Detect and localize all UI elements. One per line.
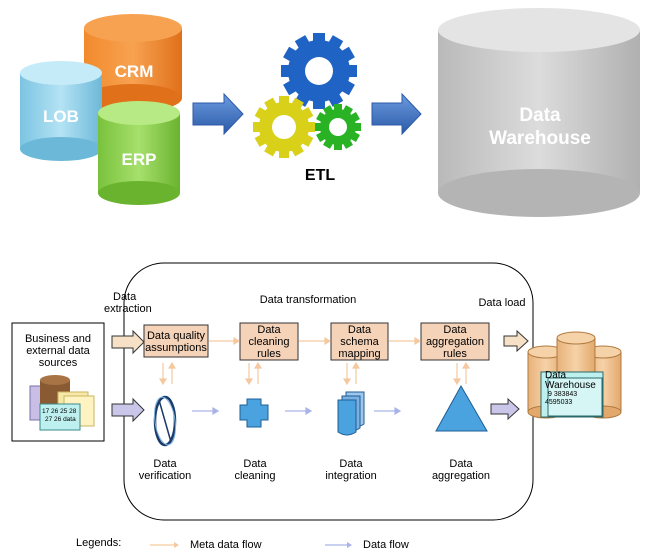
warehouse-card-line2: Warehouse (545, 380, 596, 391)
warehouse-database-icon (438, 8, 640, 217)
meta-box-cleaning-label: Data cleaning rules (240, 324, 298, 360)
business-line2: external data (26, 345, 90, 357)
step-aggregation-line2: aggregation (431, 470, 491, 482)
meta-quality-line2: assumptions (145, 342, 207, 354)
meta-quality-line1: Data quality (146, 330, 206, 342)
meta-cleaning-line3: rules (257, 348, 281, 360)
gear-yellow-icon (253, 96, 315, 158)
extraction-heading-line1: Data (113, 291, 137, 303)
meta-cleaning-line1: Data (257, 324, 281, 336)
cleaning-cross-icon (239, 398, 269, 428)
legend-meta-line-icon (150, 542, 179, 548)
step-cleaning-label: Data cleaning (225, 458, 285, 482)
crm-label: CRM (114, 62, 154, 81)
business-mini-table: 17 26 25 28 27 26 data (42, 408, 82, 424)
load-meta-arrow-icon (503, 329, 529, 353)
meta-schema-line3: mapping (338, 348, 381, 360)
gear-blue-icon (281, 33, 357, 109)
arrow-to-etl-icon (192, 92, 244, 136)
business-sources-label: Business and external data sources (13, 333, 103, 369)
step-aggregation-line1: Data (449, 458, 473, 470)
step-integration-line1: Data (339, 458, 363, 470)
meta-aggregation-line2: aggregation (425, 336, 485, 348)
load-heading: Data load (478, 297, 526, 309)
step-cleaning-line1: Data (243, 458, 267, 470)
business-sources-icon (29, 375, 95, 431)
business-line3: sources (38, 357, 78, 369)
meta-box-aggregation (420, 322, 490, 361)
transformation-heading: Data transformation (259, 294, 357, 306)
step-verification-label: Data verification (135, 458, 195, 482)
legend-meta-label: Meta data flow (190, 539, 262, 551)
warehouse-title-line1: Data (519, 105, 561, 126)
warehouse-card-line1: Data (545, 370, 567, 381)
meta-cleaning-line2: cleaning (248, 336, 290, 348)
meta-box-schema (330, 322, 389, 361)
step-verification-line1: Data (153, 458, 177, 470)
business-line1: Business and (24, 333, 92, 345)
meta-box-aggregation-label: Data aggregation rules (421, 324, 489, 360)
extraction-meta-arrow-icon (111, 329, 145, 355)
step-integration-label: Data integration (321, 458, 381, 482)
warehouse-title: Data Warehouse (440, 104, 640, 150)
load-data-arrow-icon (490, 397, 520, 421)
legend-data-label: Data flow (363, 539, 409, 551)
lob-database-icon (20, 61, 102, 161)
meta-box-cleaning (239, 322, 299, 361)
warehouse-cluster-icon (527, 331, 622, 419)
warehouse-title-line2: Warehouse (489, 128, 591, 149)
etl-label: ETL (304, 167, 336, 184)
meta-schema-line1: Data (347, 324, 372, 336)
warehouse-card-label: Data Warehouse 9 383843 4595033 (545, 371, 603, 407)
mini-row2: 27 26 data (45, 416, 76, 423)
meta-schema-line2: schema (340, 336, 379, 348)
extraction-data-arrow-icon (111, 397, 145, 423)
aggregation-triangle-icon (435, 384, 488, 432)
extraction-heading: Data extraction (104, 291, 152, 315)
meta-flow-arrows (158, 336, 471, 386)
meta-box-quality-label: Data quality assumptions (144, 330, 208, 354)
warehouse-card-line4: 4595033 (545, 399, 573, 406)
arrow-to-warehouse-icon (371, 92, 422, 136)
meta-box-schema-label: Data schema mapping (331, 324, 388, 360)
step-verification-line2: verification (138, 470, 192, 482)
meta-box-quality (143, 324, 209, 358)
step-integration-line2: integration (325, 470, 377, 482)
warehouse-card-line3: 9 383843 (548, 391, 578, 398)
step-cleaning-line2: cleaning (234, 470, 276, 482)
integration-documents-icon (337, 391, 365, 436)
lob-label: LOB (43, 107, 79, 126)
legend-data-line-icon (325, 542, 352, 548)
extraction-heading-line2: extraction (104, 303, 152, 315)
erp-database-icon (98, 101, 180, 205)
step-aggregation-label: Data aggregation (426, 458, 496, 482)
legend-title: Legends: (76, 537, 122, 549)
data-flow-arrows (192, 406, 402, 416)
mini-row1: 17 26 25 28 (42, 408, 77, 415)
meta-aggregation-line1: Data (443, 324, 467, 336)
gear-green-icon (315, 104, 361, 150)
erp-label: ERP (121, 150, 157, 169)
verification-icon (153, 395, 177, 447)
meta-aggregation-line3: rules (443, 348, 467, 360)
